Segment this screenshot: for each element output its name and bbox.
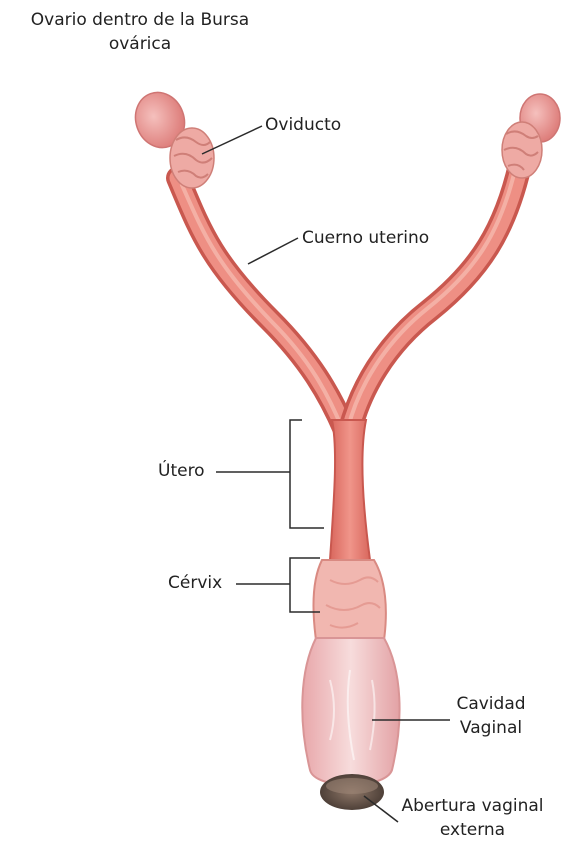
vaginal-opening-label: Abertura vaginal externa bbox=[390, 794, 555, 842]
uterus-label: Útero bbox=[158, 459, 205, 483]
vaginal-canal bbox=[302, 638, 399, 785]
left-uterine-horn-fill bbox=[178, 178, 345, 430]
uterine-horn-label: Cuerno uterino bbox=[302, 226, 429, 250]
uterine-body bbox=[330, 420, 370, 560]
uterus-bracket bbox=[290, 420, 324, 528]
cervix-label: Cérvix bbox=[168, 571, 222, 595]
external-vaginal-opening-rim bbox=[326, 778, 378, 794]
ovary-label: Ovario dentro de la Bursa ovárica bbox=[0, 8, 280, 56]
ovary-label-line1: Ovario dentro de la Bursa bbox=[0, 8, 280, 32]
cervix-region bbox=[314, 560, 386, 640]
ovary-label-line2: ovárica bbox=[0, 32, 280, 56]
vaginal-cavity-label: Cavidad Vaginal bbox=[446, 692, 536, 740]
vaginal-cavity-label-line2: Vaginal bbox=[446, 716, 536, 740]
vaginal-opening-label-line2: externa bbox=[390, 818, 555, 842]
left-oviduct bbox=[170, 128, 214, 188]
vaginal-cavity-label-line1: Cavidad bbox=[446, 692, 536, 716]
oviduct-label: Oviducto bbox=[265, 113, 341, 137]
vaginal-opening-label-line1: Abertura vaginal bbox=[390, 794, 555, 818]
uterine-horn-leader bbox=[248, 238, 298, 264]
oviduct-leader bbox=[202, 126, 262, 154]
right-oviduct bbox=[502, 122, 542, 178]
